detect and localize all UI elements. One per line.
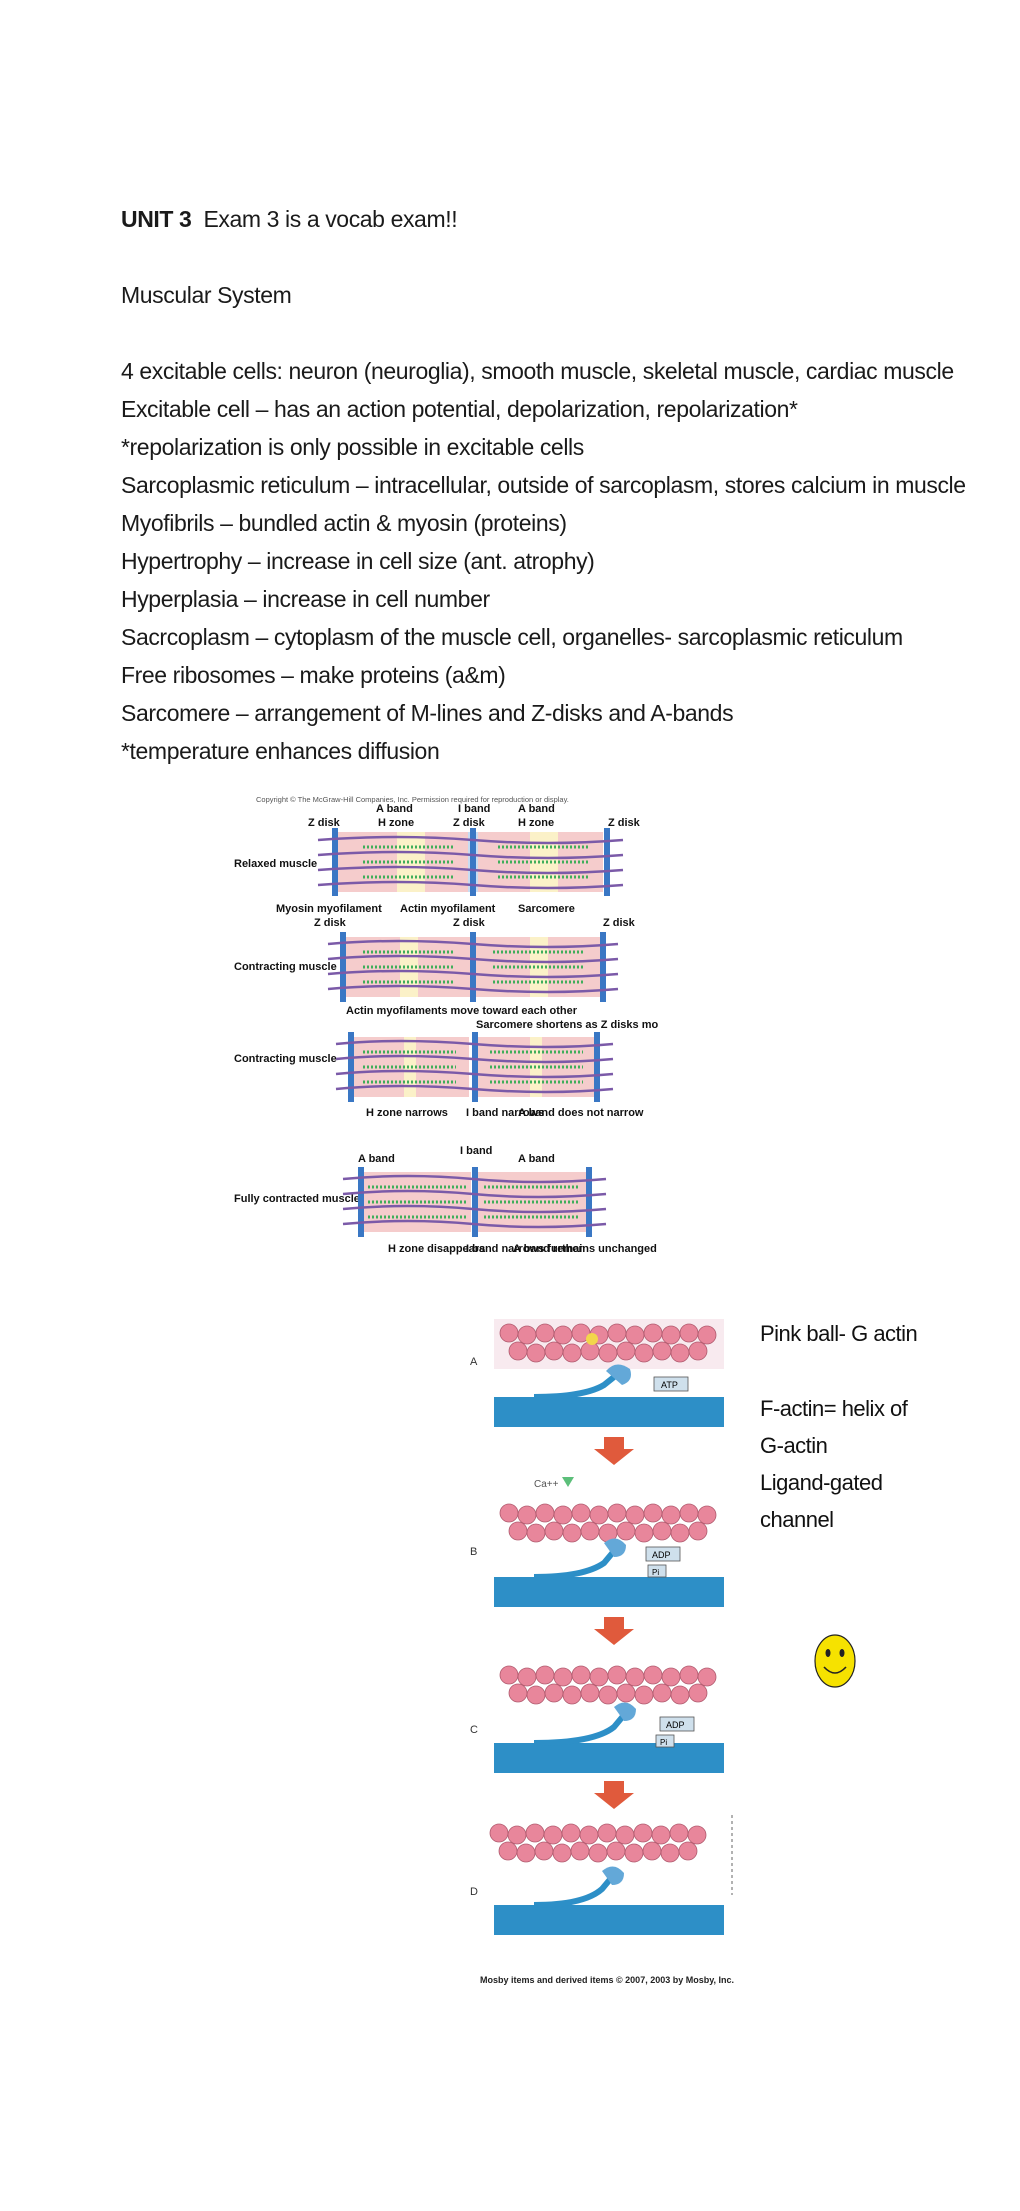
label-a-band: A band <box>358 1153 395 1165</box>
figure-credit: Mosby items and derived items © 2007, 20… <box>480 1975 734 1985</box>
row-contracting-1: Contracting muscle Actin myofilaments mo… <box>234 932 658 1031</box>
note-line: Excitable cell – has an action potential… <box>121 396 798 422</box>
calcium-label: Ca++ <box>534 1479 559 1490</box>
label-a-unchanged: A band remains unchanged <box>513 1243 657 1255</box>
row-fully-contracted: A band I band A band Fully contracted mu… <box>234 1145 657 1255</box>
side-note: G-actin <box>760 1433 828 1458</box>
label-h-disappears: H zone disappears <box>388 1243 485 1255</box>
crossbridge-diagram: A ATP B Ca++ ADP Pi C <box>470 1319 734 1985</box>
label-i-band: I band <box>460 1145 492 1157</box>
label-i-narrows: I band narrows <box>466 1107 544 1119</box>
label-a-band: A band <box>518 803 555 815</box>
note-line: Free ribosomes – make proteins (a&m) <box>121 662 506 688</box>
side-note: F-actin= helix of <box>760 1396 908 1421</box>
note-line: Myofibrils – bundled actin & myosin (pro… <box>121 510 567 536</box>
label-z-disk: Z disk <box>453 817 486 829</box>
note-line: Sarcomere – arrangement of M-lines and Z… <box>121 700 734 726</box>
label-z-disk: Z disk <box>603 917 636 929</box>
row-label: Contracting muscle <box>234 1053 337 1065</box>
label-z-disk: Z disk <box>608 817 641 829</box>
label-actin-move: Actin myofilaments move toward each othe… <box>346 1005 578 1017</box>
label-z-disk: Z disk <box>314 917 347 929</box>
step-label: A <box>470 1356 478 1368</box>
down-arrow-icon <box>594 1617 634 1645</box>
row-label: Relaxed muscle <box>234 858 317 870</box>
label-h-narrows: H zone narrows <box>366 1107 448 1119</box>
row-label: Contracting muscle <box>234 961 337 973</box>
adp-label: ADP <box>666 1720 685 1730</box>
label-myosin: Myosin myofilament <box>276 903 382 915</box>
down-arrow-icon <box>594 1437 634 1465</box>
label-a-not: A band does not narrow <box>518 1107 644 1119</box>
unit-title: UNIT 3 Exam 3 is a vocab exam!! <box>121 200 981 238</box>
note-line: *temperature enhances diffusion <box>121 738 440 764</box>
note-line: Sarcoplasmic reticulum – intracellular, … <box>121 472 966 498</box>
sarcomere-diagram: Copyright © The McGraw-Hill Companies, I… <box>234 795 658 1255</box>
row-relaxed: Relaxed muscle A band H zone I band Z di… <box>234 803 641 929</box>
step-label: D <box>470 1886 478 1898</box>
label-h-zone: H zone <box>378 817 414 829</box>
section-title: Muscular System <box>121 282 292 308</box>
label-h-zone: H zone <box>518 817 554 829</box>
label-a-band: A band <box>376 803 413 815</box>
note-line: *repolarization is only possible in exci… <box>121 434 584 460</box>
adp-label: ADP <box>652 1550 671 1560</box>
step-c: C ADP Pi <box>470 1665 724 1773</box>
row-contracting-2: Contracting muscle H zone narrows I band… <box>234 1032 644 1119</box>
label-z-disk: Z disk <box>308 817 341 829</box>
label-sarcomere-shortens: Sarcomere shortens as Z disks move towar… <box>476 1019 658 1031</box>
label-z-disk: Z disk <box>453 917 486 929</box>
atp-label: ATP <box>661 1380 678 1390</box>
step-d: D <box>470 1815 733 1935</box>
down-arrow-icon <box>594 1781 634 1809</box>
note-line: Hypertrophy – increase in cell size (ant… <box>121 548 595 574</box>
unit-label: UNIT 3 <box>121 206 192 232</box>
side-note: channel <box>760 1507 834 1532</box>
note-line: Sacrcoplasm – cytoplasm of the muscle ce… <box>121 624 903 650</box>
figure-copyright: Copyright © The McGraw-Hill Companies, I… <box>256 795 569 804</box>
step-a: A ATP <box>470 1319 724 1427</box>
note-line: 4 excitable cells: neuron (neuroglia), s… <box>121 358 954 384</box>
step-b: B Ca++ ADP Pi <box>470 1477 724 1607</box>
pi-label: Pi <box>660 1738 667 1747</box>
note-line: Hyperplasia – increase in cell number <box>121 586 490 612</box>
step-label: C <box>470 1724 478 1736</box>
pi-label: Pi <box>652 1568 659 1577</box>
smiley-icon <box>814 1634 856 1688</box>
row-label: Fully contracted muscle <box>234 1193 360 1205</box>
label-sarcomere: Sarcomere <box>518 903 575 915</box>
label-a-band: A band <box>518 1153 555 1165</box>
label-actin: Actin myofilament <box>400 903 496 915</box>
side-note: Pink ball- G actin <box>760 1321 918 1346</box>
side-note: Ligand-gated <box>760 1470 883 1495</box>
label-i-band: I band <box>458 803 490 815</box>
exam-note: Exam 3 is a vocab exam!! <box>203 206 458 232</box>
label-i-further: I band narrows further <box>466 1243 583 1255</box>
step-label: B <box>470 1546 477 1558</box>
notes-block: UNIT 3 Exam 3 is a vocab exam!! Muscular … <box>121 200 981 770</box>
